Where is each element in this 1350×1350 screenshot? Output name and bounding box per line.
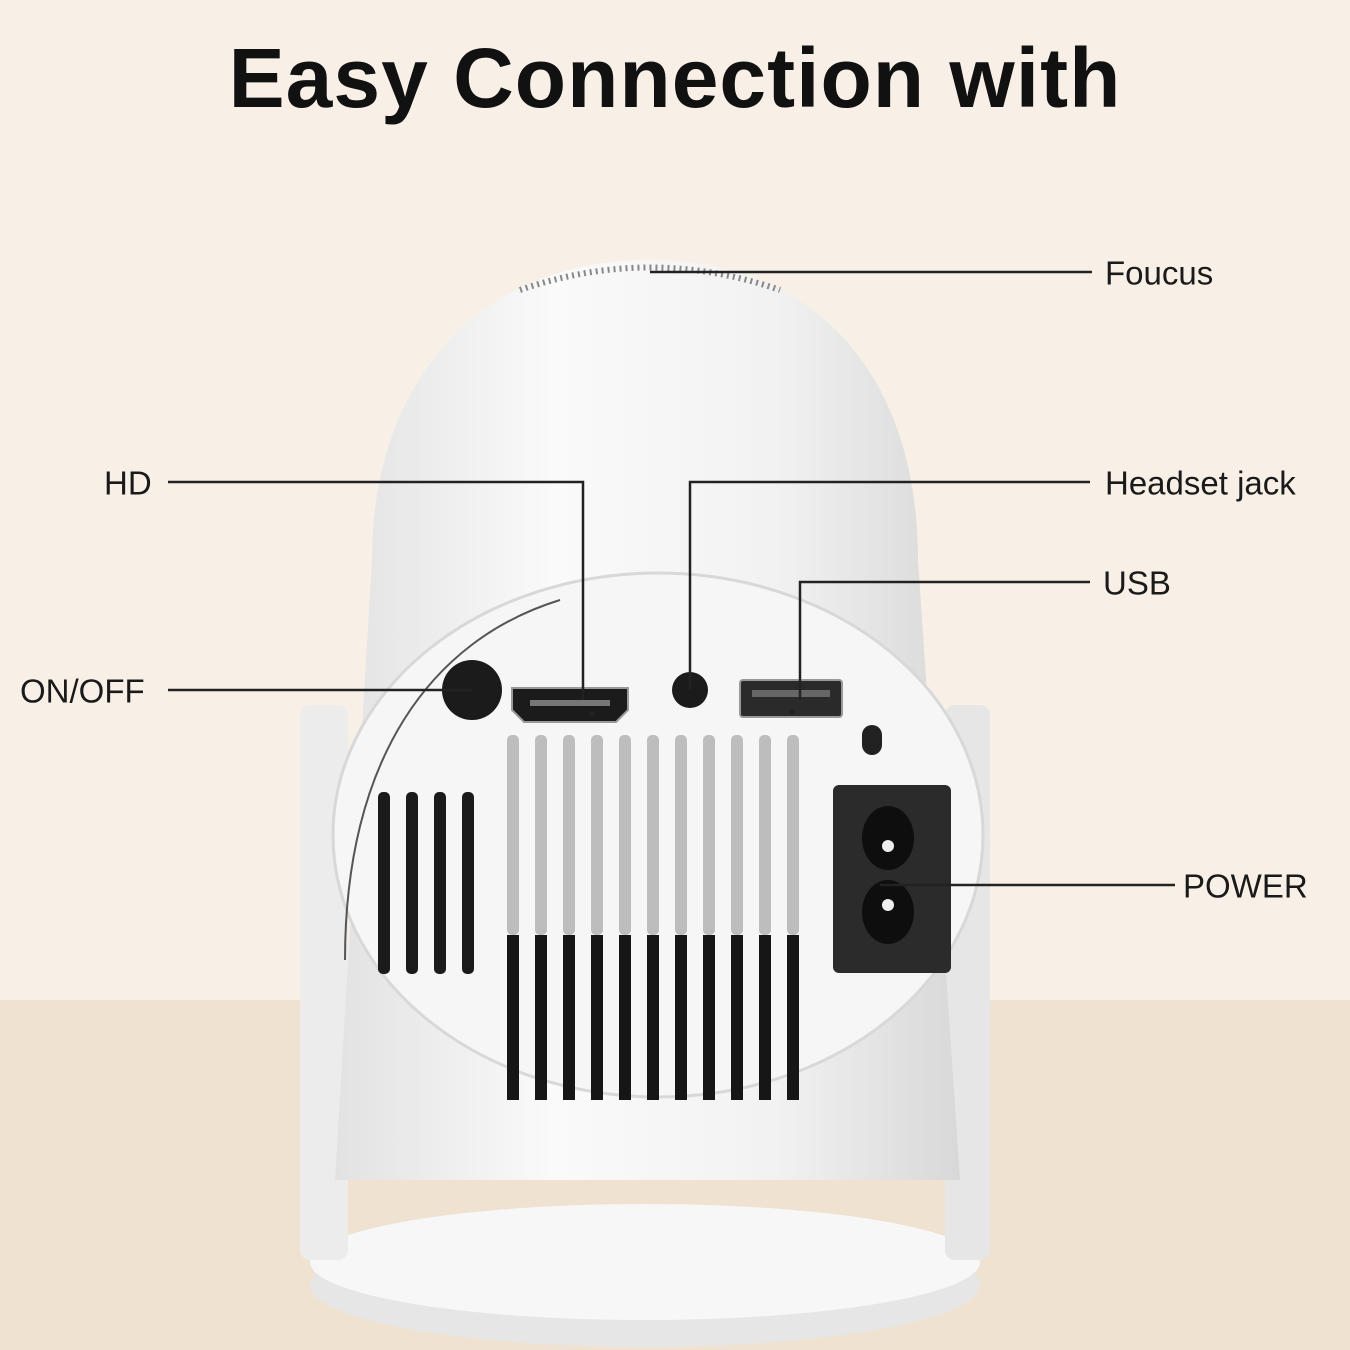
callout-focus: Foucus — [1105, 254, 1214, 292]
callout-headset-jack: Headset jack — [1105, 464, 1296, 502]
page-title: Easy Connection with — [228, 31, 1122, 125]
callout-hd: HD — [104, 464, 152, 502]
callout-usb: USB — [1103, 564, 1171, 602]
left-vents — [378, 792, 474, 974]
callout-on-off: ON/OFF — [20, 672, 145, 710]
callout-lines — [168, 270, 1175, 887]
indicator-light — [862, 725, 882, 755]
power-socket — [833, 785, 951, 973]
center-vents — [507, 735, 799, 1100]
focus-ring — [519, 264, 781, 293]
projector-base — [310, 1204, 980, 1347]
usb-port — [739, 679, 843, 718]
callout-power: POWER — [1183, 867, 1308, 905]
